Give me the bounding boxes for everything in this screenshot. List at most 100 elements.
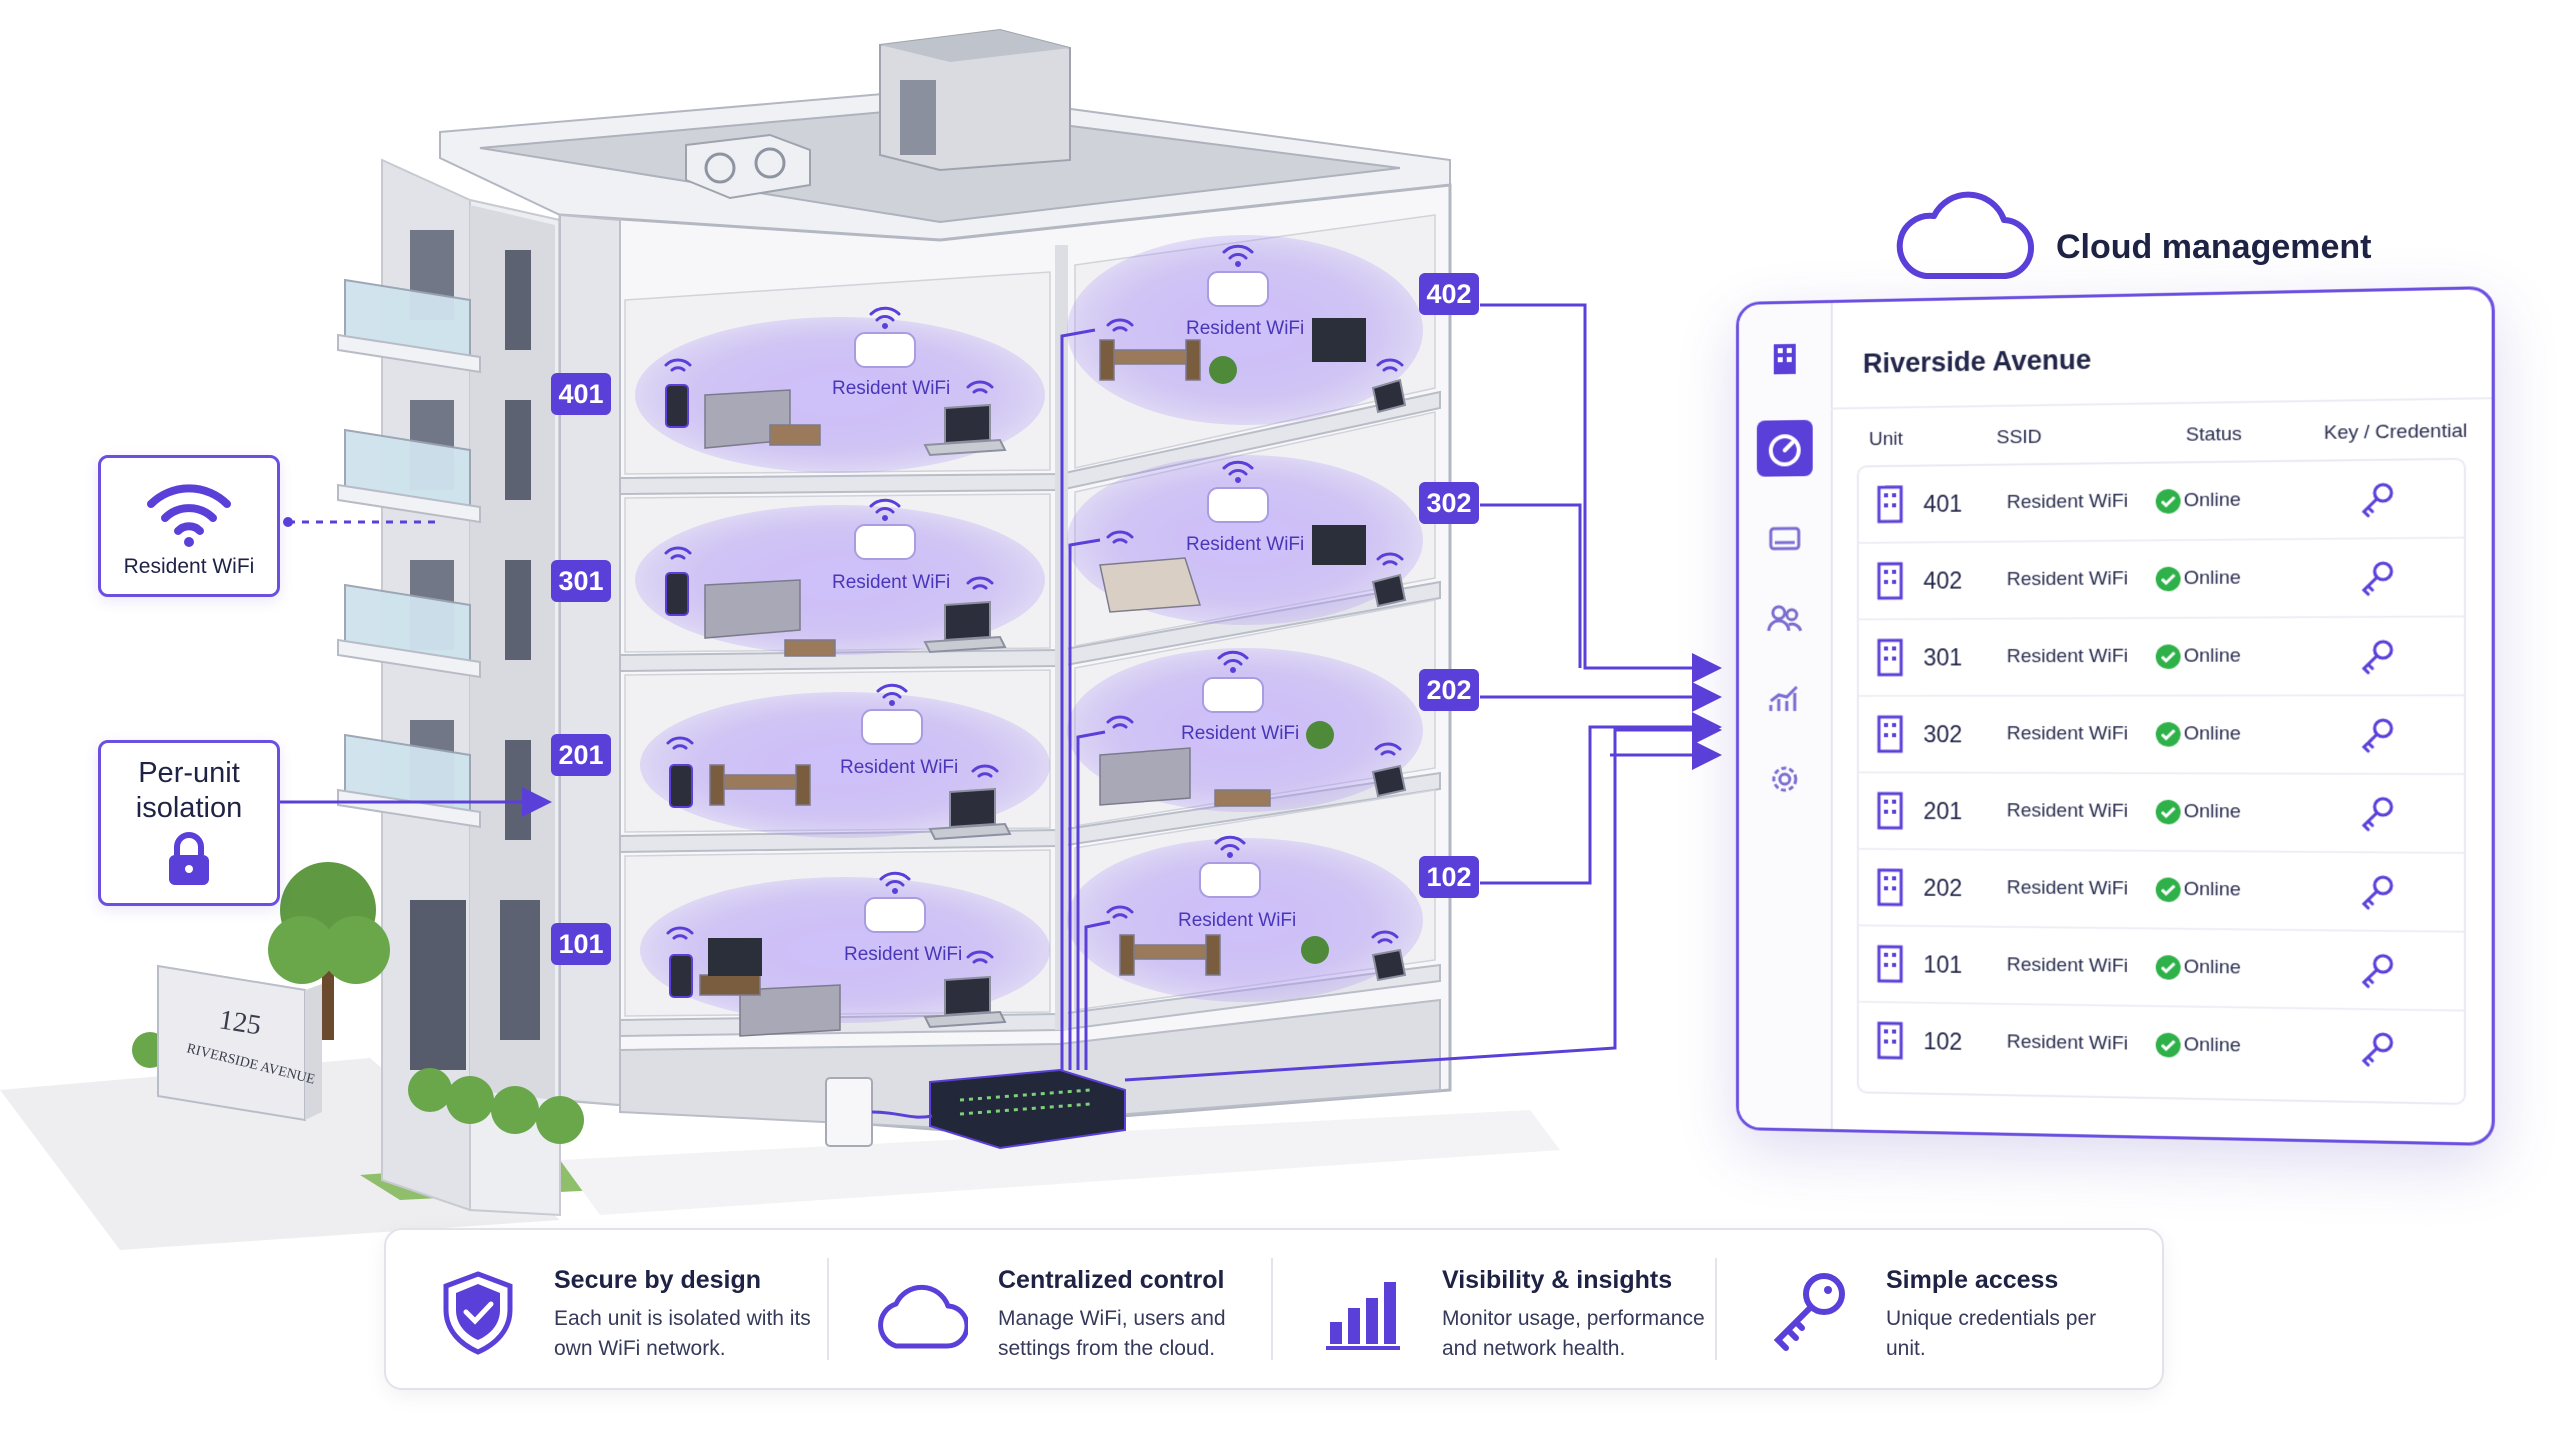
- feature-title: Simple access: [1886, 1266, 2059, 1294]
- plaza: [560, 1110, 1560, 1215]
- tv-icon: [708, 318, 1366, 976]
- feature-divider: [1271, 1258, 1273, 1360]
- property-title: Riverside Avenue: [1862, 344, 2092, 379]
- settings-nav-icon[interactable]: [1757, 751, 1813, 807]
- online-check-icon: [2155, 877, 2181, 903]
- network-switch-icon: [929, 1068, 1126, 1150]
- online-check-icon: [2155, 488, 2181, 514]
- unit-label-202: 202: [1419, 669, 1479, 711]
- management-panel: Riverside Avenue Unit SSID Status Key / …: [1736, 285, 2495, 1147]
- feature-desc: Unique credentials per unit.: [1886, 1307, 2097, 1360]
- table-row[interactable]: 402 Resident WiFi Online: [1858, 538, 2464, 621]
- unit-label-401: 401: [551, 373, 611, 415]
- feature-desc: Each unit is isolated with its own WiFi …: [554, 1307, 811, 1360]
- unit-label-402: 402: [1419, 273, 1479, 315]
- key-icon[interactable]: [2356, 793, 2398, 835]
- tree-icon: [268, 862, 390, 1040]
- feature-secure: Secure by design Each unit is isolated w…: [386, 1230, 830, 1388]
- lock-icon: [169, 832, 209, 885]
- bar-chart-icon: [1326, 1282, 1400, 1350]
- online-check-icon: [2155, 722, 2181, 747]
- key-icon: [1773, 1273, 1845, 1351]
- key-icon[interactable]: [2356, 558, 2398, 600]
- unit-connectors: [1480, 303, 1722, 885]
- building-unit-icon: [1875, 560, 1909, 603]
- key-icon[interactable]: [2356, 636, 2398, 677]
- row-ssid: Resident WiFi: [2006, 645, 2129, 668]
- unit-label-201: 201: [551, 734, 611, 776]
- row-status: Online: [2183, 878, 2241, 901]
- unit-label-102: 102: [1419, 856, 1479, 898]
- row-ssid: Resident WiFi: [2006, 954, 2129, 978]
- cloud-management-title: Cloud management: [2056, 228, 2372, 266]
- resident-wifi-callout: Resident WiFi: [98, 455, 280, 597]
- feature-title: Centralized control: [998, 1266, 1225, 1294]
- row-status: Online: [2183, 489, 2241, 512]
- sign-number: 125: [217, 1004, 263, 1041]
- cloud-icon: [878, 1284, 968, 1349]
- row-ssid: Resident WiFi: [2006, 723, 2129, 745]
- table-row[interactable]: 302 Resident WiFi Online: [1858, 696, 2464, 776]
- table-row[interactable]: 401 Resident WiFi Online: [1858, 459, 2464, 544]
- panel-divider: [1830, 397, 2492, 410]
- table-row[interactable]: 202 Resident WiFi Online: [1858, 849, 2464, 933]
- wifi-zone-201: [640, 692, 1050, 838]
- wifi-zone-102: [1067, 838, 1423, 1002]
- ssid-tag-201: Resident WiFi: [840, 757, 959, 778]
- online-check-icon: [2155, 1032, 2181, 1058]
- resident-wifi-callout-label: Resident WiFi: [123, 555, 255, 578]
- table-row[interactable]: 201 Resident WiFi Online: [1858, 773, 2464, 854]
- building-unit-icon: [1875, 636, 1909, 678]
- feature-title: Secure by design: [554, 1266, 762, 1294]
- row-status: Online: [2183, 956, 2241, 979]
- row-unit: 301: [1923, 644, 1963, 671]
- building-unit-icon: [1875, 943, 1909, 986]
- feature-desc: Monitor usage, performance and network h…: [1442, 1307, 1705, 1360]
- building-unit-icon: [1875, 483, 1909, 526]
- window: [505, 250, 531, 350]
- key-icon[interactable]: [2356, 1029, 2398, 1071]
- row-status: Online: [2183, 1034, 2241, 1057]
- building-unit-icon: [1875, 866, 1909, 909]
- phone-icon: [665, 384, 693, 998]
- ssid-tag-202: Resident WiFi: [1181, 723, 1300, 744]
- wifi-icon: [664, 244, 1404, 964]
- users-nav-icon[interactable]: [1757, 591, 1813, 647]
- ssid-tag-102: Resident WiFi: [1178, 910, 1297, 931]
- window: [505, 400, 531, 500]
- window: [500, 900, 540, 1040]
- key-icon[interactable]: [2356, 715, 2398, 756]
- table-row[interactable]: 102 Resident WiFi Online: [1859, 1003, 2464, 1089]
- row-unit: 202: [1923, 874, 1963, 902]
- table-row[interactable]: 301 Resident WiFi Online: [1858, 617, 2464, 697]
- table-row[interactable]: 101 Resident WiFi Online: [1858, 926, 2464, 1012]
- features-strip: Secure by design Each unit is isolated w…: [384, 1228, 2164, 1390]
- online-check-icon: [2155, 955, 2181, 980]
- isolation-label-line2: isolation: [135, 792, 243, 824]
- laptop-icon: [923, 403, 1012, 1029]
- building-nav-icon[interactable]: [1757, 329, 1813, 386]
- dashboard-nav-icon[interactable]: [1756, 419, 1813, 477]
- analytics-nav-icon[interactable]: [1757, 671, 1813, 727]
- key-icon[interactable]: [2356, 479, 2398, 521]
- key-icon[interactable]: [2356, 872, 2398, 914]
- row-unit: 102: [1923, 1027, 1963, 1055]
- row-ssid: Resident WiFi: [2006, 800, 2129, 823]
- devices-nav-icon[interactable]: [1757, 510, 1813, 567]
- feature-title: Visibility & insights: [1442, 1266, 1673, 1294]
- row-unit: 401: [1923, 490, 1963, 518]
- col-header-key: Key / Credential: [2323, 420, 2468, 445]
- col-header-unit: Unit: [1868, 428, 1903, 451]
- furniture: [699, 339, 1271, 1037]
- row-status: Online: [2183, 800, 2241, 823]
- feature-access: Simple access Unique credentials per uni…: [1718, 1230, 2162, 1388]
- panel-sidebar: [1738, 302, 1833, 1130]
- key-icon[interactable]: [2356, 950, 2398, 992]
- isolation-label-line1: Per-unit: [138, 757, 240, 789]
- col-header-status: Status: [2185, 423, 2242, 446]
- row-unit: 302: [1923, 721, 1963, 748]
- window: [505, 560, 531, 660]
- entrance-door: [410, 900, 466, 1070]
- wifi-zone-402: [1067, 235, 1423, 425]
